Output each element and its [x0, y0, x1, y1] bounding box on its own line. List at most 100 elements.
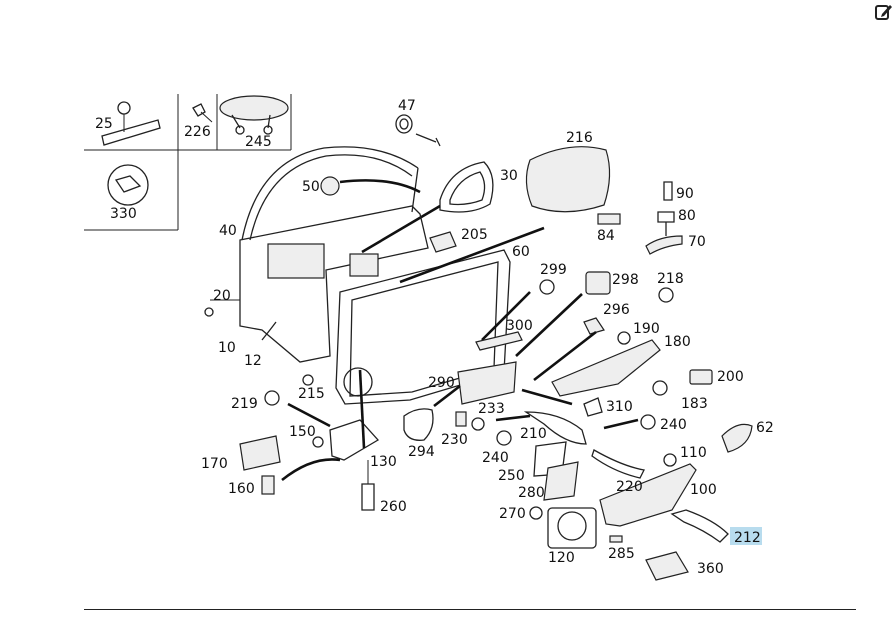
part-70-handle[interactable]	[645, 235, 683, 255]
part-150-clip[interactable]	[312, 436, 324, 448]
label-294: 294	[408, 444, 435, 460]
label-205: 205	[461, 227, 488, 243]
part-200-connector[interactable]	[689, 369, 713, 385]
part-90-bolt[interactable]	[663, 181, 673, 201]
part-245-cap[interactable]	[219, 95, 289, 135]
part-120-speaker[interactable]	[547, 507, 597, 549]
label-219: 219	[231, 396, 258, 412]
part-360-bracket[interactable]	[645, 551, 689, 581]
label-215: 215	[298, 386, 325, 402]
part-298-switch[interactable]	[585, 271, 611, 295]
label-226: 226	[184, 124, 211, 140]
label-240-upper: 240	[660, 417, 687, 433]
part-10-door-shell[interactable]	[204, 205, 429, 363]
part-220-strip[interactable]	[591, 449, 645, 479]
part-50-plug[interactable]	[320, 176, 340, 196]
label-160: 160	[228, 481, 255, 497]
label-25: 25	[95, 116, 113, 132]
label-50: 50	[302, 179, 320, 195]
part-25-rod[interactable]	[101, 101, 161, 146]
part-47-grommet[interactable]	[395, 114, 441, 147]
part-290-handle-bracket[interactable]	[457, 361, 517, 405]
label-40: 40	[219, 223, 237, 239]
label-330: 330	[110, 206, 137, 222]
label-300: 300	[506, 318, 533, 334]
part-190-cap[interactable]	[617, 331, 631, 345]
label-190: 190	[633, 321, 660, 337]
part-310-clip[interactable]	[583, 397, 603, 417]
label-180: 180	[664, 334, 691, 350]
part-240-screw-upper[interactable]	[640, 414, 656, 430]
part-233-washer[interactable]	[471, 417, 485, 431]
label-170: 170	[201, 456, 228, 472]
part-number-labels: 25 226 245 330 47 216 50 30 90 80 84 70 …	[95, 98, 774, 577]
part-30-speaker-ring[interactable]	[439, 161, 494, 213]
label-233: 233	[478, 401, 505, 417]
part-110-screw[interactable]	[663, 453, 677, 467]
part-62-cover[interactable]	[721, 423, 753, 453]
label-30: 30	[500, 168, 518, 184]
part-130-bracket[interactable]	[329, 419, 380, 461]
label-310: 310	[606, 399, 633, 415]
part-183-screw[interactable]	[652, 380, 668, 396]
label-360: 360	[697, 561, 724, 577]
label-84: 84	[597, 228, 615, 244]
label-150: 150	[289, 424, 316, 440]
part-230-plate[interactable]	[455, 411, 467, 427]
label-218: 218	[657, 271, 684, 287]
label-240-lower: 240	[482, 450, 509, 466]
label-10: 10	[218, 340, 236, 356]
label-183: 183	[681, 396, 708, 412]
label-100: 100	[690, 482, 717, 498]
part-100-pocket-trim[interactable]	[599, 463, 697, 527]
label-60: 60	[512, 244, 530, 260]
part-205-bracket[interactable]	[429, 231, 457, 253]
part-84-clip[interactable]	[597, 213, 621, 225]
label-130: 130	[370, 454, 397, 470]
part-180-armrest[interactable]	[551, 339, 661, 397]
part-285-clip[interactable]	[609, 535, 623, 543]
part-160-cap[interactable]	[261, 475, 275, 495]
part-294-speaker-grille[interactable]	[403, 408, 434, 441]
part-218-screw[interactable]	[658, 287, 674, 303]
label-298: 298	[612, 272, 639, 288]
part-12-cable[interactable]	[261, 321, 277, 341]
label-12: 12	[244, 353, 262, 369]
label-260: 260	[380, 499, 407, 515]
label-299: 299	[540, 262, 567, 278]
part-219-screw[interactable]	[264, 390, 280, 406]
inset-box	[84, 94, 292, 231]
part-210-handle-core[interactable]	[523, 411, 587, 445]
label-62: 62	[756, 420, 774, 436]
label-220: 220	[616, 479, 643, 495]
part-170-motor[interactable]	[239, 435, 281, 471]
part-60-door-panel[interactable]	[335, 249, 511, 405]
label-250: 250	[498, 468, 525, 484]
label-90: 90	[676, 186, 694, 202]
part-260-lock[interactable]	[361, 460, 375, 511]
label-212: 212	[734, 530, 761, 546]
part-299-screw[interactable]	[539, 279, 555, 295]
part-216-cushion[interactable]	[525, 146, 611, 213]
label-280: 280	[518, 485, 545, 501]
bottom-divider	[84, 609, 856, 610]
part-80-pin[interactable]	[657, 211, 675, 236]
part-330-bracket[interactable]	[107, 164, 149, 206]
part-296-clip[interactable]	[583, 317, 605, 335]
label-80: 80	[678, 208, 696, 224]
part-212-handle[interactable]	[670, 509, 729, 543]
label-230: 230	[441, 432, 468, 448]
label-290: 290	[428, 375, 455, 391]
label-110: 110	[680, 445, 707, 461]
part-215-clip[interactable]	[302, 374, 314, 386]
label-245: 245	[245, 134, 272, 150]
label-47: 47	[398, 98, 416, 114]
part-280-trim[interactable]	[543, 461, 579, 501]
part-226-clip[interactable]	[192, 103, 213, 123]
label-20: 20	[213, 288, 231, 304]
part-240-screw-lower[interactable]	[496, 430, 512, 446]
part-270-clip[interactable]	[529, 506, 543, 520]
part-300-strip[interactable]	[475, 331, 523, 351]
edit-button[interactable]	[874, 2, 894, 22]
